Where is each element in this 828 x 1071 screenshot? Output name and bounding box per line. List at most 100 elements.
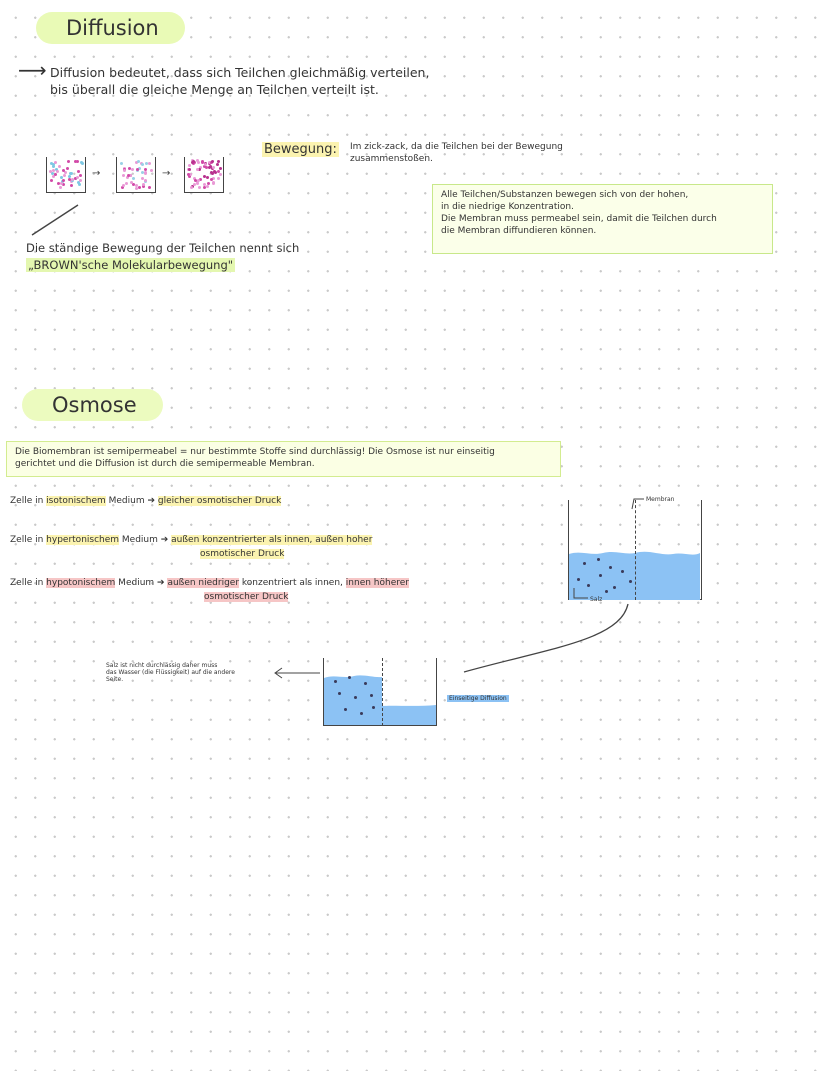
particle — [218, 173, 222, 177]
brown-line-1: Die ständige Bewegung der Teilchen nennt… — [26, 241, 300, 255]
connector-curve — [463, 603, 629, 673]
case-hypotonic: Zelle in hypotonischem Medium ➔ außen ni… — [10, 577, 409, 589]
diffusion-beaker-3 — [184, 157, 224, 193]
particle — [63, 174, 67, 178]
osmosis-container-before — [568, 500, 702, 600]
particle — [143, 170, 147, 174]
salt-particle — [360, 712, 363, 715]
salt-particle — [577, 578, 580, 581]
particle — [198, 167, 202, 171]
salz-note-line-2: das Wasser (die Flüssigkeit) auf die and… — [106, 669, 235, 676]
membrane-label: Membran — [646, 496, 675, 503]
particle — [67, 174, 71, 178]
particle — [56, 169, 60, 173]
particle — [197, 178, 201, 182]
salz-label: Salz — [590, 596, 603, 603]
particle — [122, 174, 126, 178]
particle — [58, 186, 62, 190]
case-hypertonic-prefix: Zelle in — [10, 535, 47, 545]
particle — [129, 180, 133, 184]
particle — [212, 176, 216, 180]
case-hypotonic-suffix: Medium ➔ — [115, 578, 168, 588]
particle — [192, 182, 196, 186]
osmosis-water-before — [569, 551, 700, 600]
case-hypertonic-suffix: Medium ➔ — [119, 535, 172, 545]
particle — [142, 184, 146, 188]
particle — [141, 177, 145, 181]
salt-particle — [372, 706, 375, 709]
particle — [198, 166, 202, 170]
info-box-line-2: in die niedrige Konzentration. — [441, 202, 574, 212]
membrane-line-after — [382, 658, 383, 726]
particle — [73, 176, 77, 180]
brown-line-2: „BROWN'sche Molekularbewegung" — [26, 258, 236, 272]
osmose-intro-line-2: gerichtet und die Diffusion ist durch di… — [15, 459, 315, 469]
bewegung-text-line2: zusammenstoßen. — [350, 154, 433, 164]
particle — [51, 169, 55, 173]
particle — [205, 165, 209, 169]
particle — [199, 178, 203, 182]
diffusion-beaker-1 — [46, 157, 86, 193]
salt-particle — [364, 682, 367, 685]
case-hypotonic-result-1a: außen niedriger — [167, 578, 240, 588]
particle — [137, 159, 141, 163]
case-hypotonic-cont: osmotischer Druck — [204, 591, 289, 603]
diffusion-beaker-2 — [116, 157, 156, 193]
diffusion-arrow-2: → — [162, 168, 171, 179]
membrane-pointer — [631, 498, 644, 510]
osmosis-water-after — [324, 675, 436, 725]
einseitige-diffusion-label: Einseitige Diffusion — [447, 695, 509, 702]
particle — [123, 168, 127, 172]
case-isotonic: Zelle in isotonischem Medium ➔ gleicher … — [10, 495, 282, 507]
particle — [198, 185, 202, 189]
particle — [53, 173, 57, 177]
particle — [68, 177, 72, 181]
particle — [144, 180, 148, 184]
particle — [57, 164, 61, 168]
particle — [209, 177, 213, 181]
particle — [69, 184, 73, 188]
diffusion-arrow-1: → — [92, 168, 101, 179]
salt-particle — [354, 696, 357, 699]
info-box-line-1: Alle Teilchen/Substanzen bewegen sich vo… — [441, 190, 689, 200]
case-hypotonic-medium: hypotonischem — [46, 578, 116, 588]
salt-particle — [613, 586, 616, 589]
particle — [62, 183, 66, 187]
particle — [122, 184, 126, 188]
osmose-title: Osmose — [22, 389, 163, 421]
case-hypotonic-result-2: osmotischer Druck — [204, 592, 289, 602]
case-isotonic-prefix: Zelle in — [10, 496, 47, 506]
particle — [80, 160, 84, 164]
salt-particle — [629, 580, 632, 583]
particle — [141, 183, 145, 187]
particle — [212, 180, 216, 184]
particle — [201, 161, 205, 165]
case-hypotonic-prefix: Zelle in — [10, 578, 47, 588]
particle — [147, 185, 151, 189]
osmose-intro-box: Die Biomembran ist semipermeabel = nur b… — [6, 441, 561, 477]
particle — [192, 161, 196, 165]
particle — [206, 176, 210, 180]
particle — [77, 180, 81, 184]
particle — [70, 178, 74, 182]
particle — [131, 168, 135, 172]
particle — [131, 176, 135, 180]
case-isotonic-suffix: Medium ➔ — [105, 496, 158, 506]
particle — [187, 173, 191, 177]
salt-particle — [609, 566, 612, 569]
particle — [213, 170, 217, 174]
particle — [191, 159, 195, 163]
particle — [135, 183, 139, 187]
particle — [76, 176, 80, 180]
particle — [51, 171, 55, 175]
particle — [79, 173, 83, 177]
particle — [120, 162, 124, 166]
particle — [210, 172, 214, 176]
particle — [216, 177, 220, 181]
case-hypotonic-result-1b: konzentriert als innen, — [239, 578, 346, 588]
particle — [202, 165, 206, 169]
particle — [143, 178, 147, 182]
particle — [73, 160, 77, 164]
particle — [193, 176, 197, 180]
case-hypotonic-result-1c: innen höherer — [345, 578, 409, 588]
